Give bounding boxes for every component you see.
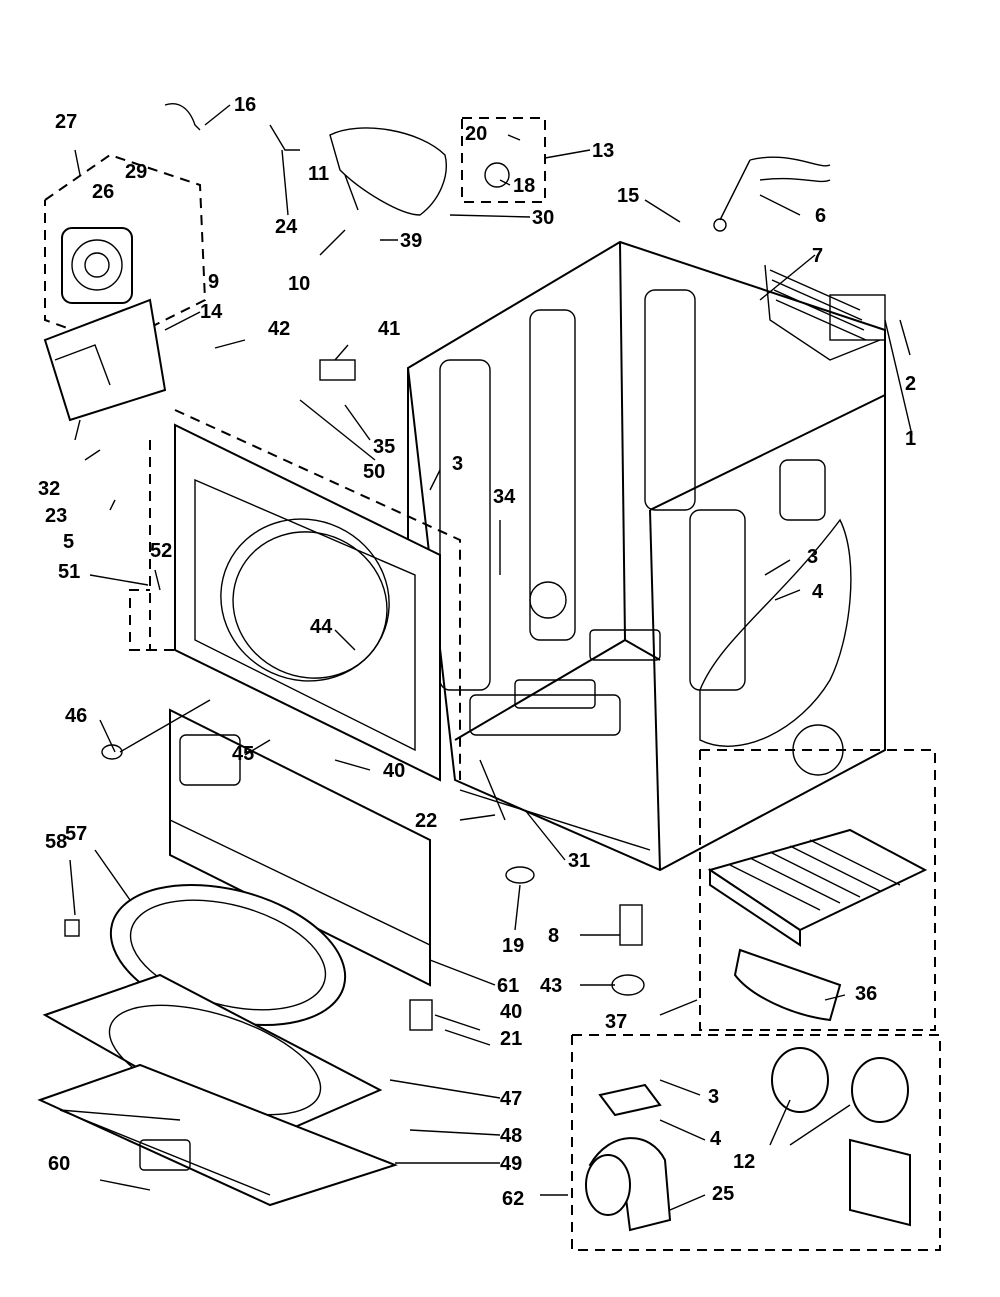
callout-60: 60 <box>48 1153 70 1175</box>
callout-36: 36 <box>855 983 877 1005</box>
callout-1: 1 <box>905 428 916 450</box>
callout-7: 7 <box>812 245 823 267</box>
switch-group-box <box>461 117 546 203</box>
callout-2: 2 <box>905 373 916 395</box>
dryer-cabinet <box>406 240 886 872</box>
callout-18: 18 <box>513 175 535 197</box>
callout-49: 49 <box>500 1153 522 1175</box>
callout-22: 22 <box>415 810 437 832</box>
leader-lines <box>69 104 913 1211</box>
callout-47: 47 <box>500 1088 522 1110</box>
callout-62: 62 <box>502 1188 524 1210</box>
callout-58: 58 <box>45 831 67 853</box>
lint-filter-group <box>699 749 936 1031</box>
callout-32: 32 <box>38 478 60 500</box>
callout-40: 40 <box>500 1001 522 1023</box>
motor-bracket <box>43 298 167 422</box>
callout-29: 29 <box>125 161 147 183</box>
callout-48: 48 <box>500 1125 522 1147</box>
small-parts <box>64 103 886 1031</box>
toe-panel <box>169 708 431 987</box>
callout-5: 5 <box>63 531 74 553</box>
callout-26: 26 <box>92 181 114 203</box>
callout-31: 31 <box>568 850 590 872</box>
callout-19: 19 <box>502 935 524 957</box>
callout-15: 15 <box>617 185 639 207</box>
callout-40: 40 <box>383 760 405 782</box>
callout-9: 9 <box>208 271 219 293</box>
callout-35: 35 <box>373 436 395 458</box>
callout-13: 13 <box>592 140 614 162</box>
callout-labels: 1 2 3 3 3 4 4 5 6 7 8 9 10 11 12 13 14 1… <box>38 94 916 1210</box>
callout-21: 21 <box>500 1028 522 1050</box>
callout-23: 23 <box>45 505 67 527</box>
callout-14: 14 <box>200 301 223 323</box>
callout-43: 43 <box>540 975 562 997</box>
motor-assembly <box>44 153 207 347</box>
callout-27: 27 <box>55 111 77 133</box>
callout-12: 12 <box>733 1151 755 1173</box>
callout-20: 20 <box>465 123 487 145</box>
accessory-kit <box>571 1034 941 1251</box>
callout-34: 34 <box>493 486 516 508</box>
callout-41: 41 <box>378 318 400 340</box>
callout-45: 45 <box>232 743 254 765</box>
callout-51: 51 <box>58 561 80 583</box>
callout-4: 4 <box>812 581 824 603</box>
door-assembly <box>37 973 398 1207</box>
front-panel <box>129 409 461 782</box>
callout-46: 46 <box>65 705 87 727</box>
callout-44: 44 <box>310 616 333 638</box>
callout-4: 4 <box>710 1128 722 1150</box>
callout-50: 50 <box>363 461 385 483</box>
callout-57: 57 <box>65 823 87 845</box>
callout-11: 11 <box>308 163 329 185</box>
callout-3: 3 <box>807 546 818 568</box>
callout-30: 30 <box>532 207 554 229</box>
callout-37: 37 <box>605 1011 627 1033</box>
callout-42: 42 <box>268 318 290 340</box>
callout-10: 10 <box>288 273 310 295</box>
callout-24: 24 <box>275 216 298 238</box>
callout-3: 3 <box>452 453 463 475</box>
callout-25: 25 <box>712 1183 734 1205</box>
callout-3: 3 <box>708 1086 719 1108</box>
callout-16: 16 <box>234 94 256 116</box>
callout-6: 6 <box>815 205 826 227</box>
callout-39: 39 <box>400 230 422 252</box>
callout-52: 52 <box>150 540 172 562</box>
callout-8: 8 <box>548 925 559 947</box>
callout-61: 61 <box>497 975 519 997</box>
